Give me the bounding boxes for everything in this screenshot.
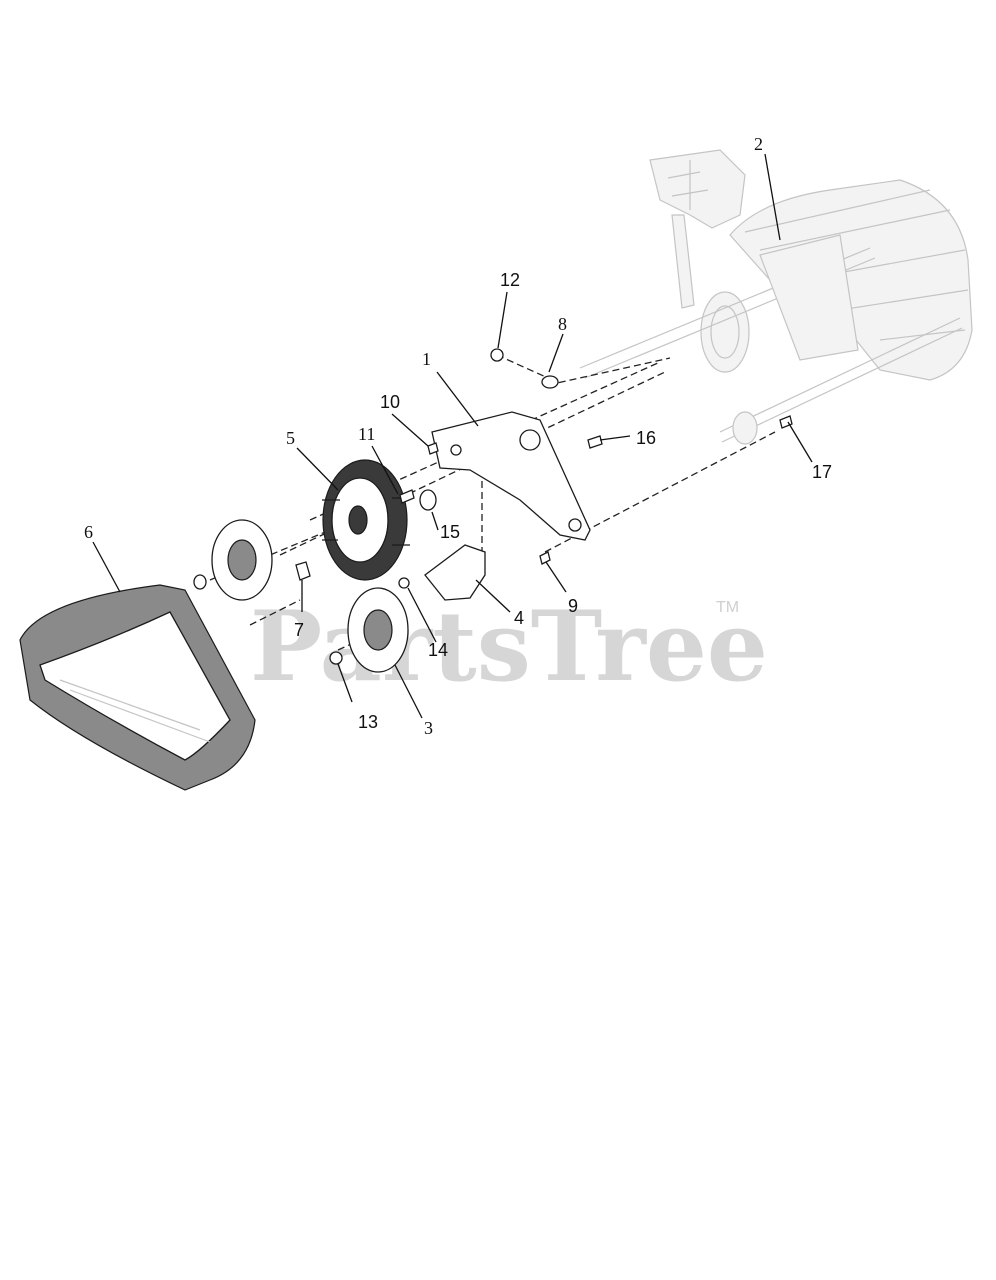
background-assembly (579, 149, 973, 445)
side-plate-part (431, 411, 591, 541)
callouts: 1 2 3 4 5 6 7 8 9 10 11 12 13 14 15 16 1… (84, 134, 832, 738)
callout-10: 10 (380, 392, 400, 412)
clip-part-7 (295, 561, 311, 581)
drive-wheel-part (322, 459, 410, 581)
trademark-mark: TM (716, 599, 739, 616)
callout-1: 1 (422, 349, 431, 369)
callout-2: 2 (754, 134, 763, 154)
bolt-part-9 (539, 551, 551, 565)
partstree-watermark: PartsTree (250, 590, 768, 703)
callout-7: 7 (294, 620, 304, 640)
leader-lines (92, 153, 813, 719)
callout-17: 17 (812, 462, 832, 482)
nut-part-13 (329, 651, 343, 665)
washer-part-15 (419, 489, 437, 511)
bolt-part-17 (779, 415, 793, 429)
callout-16: 16 (636, 428, 656, 448)
callout-5: 5 (286, 428, 295, 448)
bolt-part-10 (427, 442, 439, 455)
track-part (19, 584, 256, 791)
idler-wheel-upper (193, 519, 273, 601)
callout-3: 3 (424, 718, 433, 738)
callout-15: 15 (440, 522, 460, 542)
pin-part-11 (399, 489, 415, 504)
callout-4: 4 (514, 608, 524, 628)
nut-part-14 (398, 577, 410, 589)
callout-8: 8 (558, 314, 567, 334)
bolt-part-16 (587, 435, 603, 449)
callout-12: 12 (500, 270, 520, 290)
callout-11: 11 (358, 424, 375, 444)
callout-14: 14 (428, 640, 448, 660)
washer-part-8 (541, 375, 559, 389)
callout-6: 6 (84, 522, 93, 542)
bracket-part-4 (424, 544, 486, 601)
idler-wheel-part-3 (347, 587, 409, 673)
callout-13: 13 (358, 712, 378, 732)
callout-9: 9 (568, 596, 578, 616)
nut-part-12 (490, 348, 504, 362)
